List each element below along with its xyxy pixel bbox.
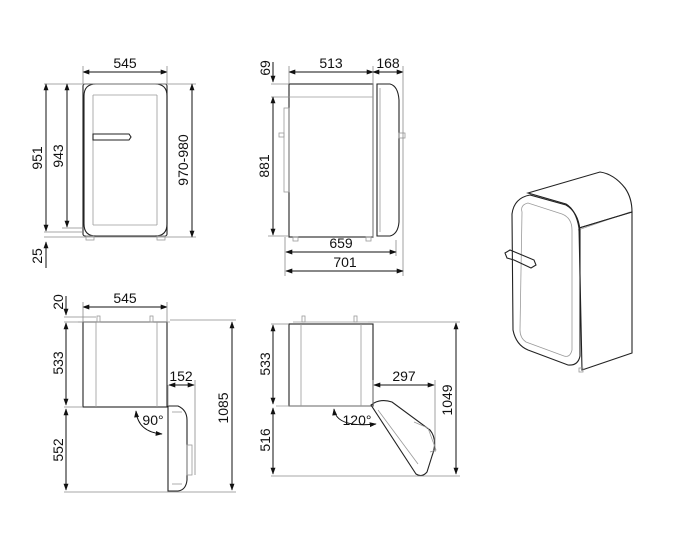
top-view-90: 545 20 533 552 152 1085 90° xyxy=(50,290,236,493)
dim-side-depth: 513 xyxy=(319,55,343,71)
dim-top120-door-swing: 516 xyxy=(257,428,273,452)
front-door-outline xyxy=(83,83,168,237)
dim-top90-door-swing: 552 xyxy=(50,438,66,462)
top120-body-outline xyxy=(288,323,374,407)
dim-front-height-body: 951 xyxy=(29,146,45,170)
dim-side-depth-total: 701 xyxy=(333,254,357,270)
dim-front-height-total: 970-980 xyxy=(175,134,191,186)
dim-top90-clearance: 20 xyxy=(50,294,66,310)
dim-top120-depth: 533 xyxy=(257,352,273,376)
foot-left xyxy=(85,235,95,241)
isometric-view xyxy=(504,171,633,373)
side-handle xyxy=(398,132,406,139)
dim-side-height: 881 xyxy=(256,154,272,178)
top-view-120: 533 516 297 1049 120° xyxy=(257,315,460,477)
side-compressor xyxy=(283,107,290,193)
front-view: 545 951 943 25 970-980 xyxy=(29,55,196,268)
front-handle xyxy=(92,133,132,141)
dim-side-top-offset: 69 xyxy=(257,60,273,76)
dim-top90-total: 1085 xyxy=(215,392,231,423)
dim-top90-door-projection: 152 xyxy=(169,368,193,384)
side-view: 69 513 168 881 659 701 xyxy=(256,55,406,276)
angle-120: 120° xyxy=(343,412,372,428)
dim-top90-width: 545 xyxy=(113,290,137,306)
dim-top120-door-projection: 297 xyxy=(392,368,416,384)
top120-handle xyxy=(413,421,437,453)
iso-top-face xyxy=(526,171,633,229)
top120-door xyxy=(370,399,436,477)
iso-handle xyxy=(504,249,537,269)
iso-side-face xyxy=(578,211,633,371)
dim-side-depth-with-door: 659 xyxy=(329,235,353,251)
iso-foot xyxy=(578,367,584,373)
side-body-outline xyxy=(288,83,374,238)
dim-front-feet: 25 xyxy=(29,248,45,264)
side-door-outline xyxy=(376,83,400,237)
dim-front-width: 545 xyxy=(113,55,137,71)
foot-right xyxy=(156,235,166,241)
front-body-outline xyxy=(82,83,168,237)
angle-90: 90° xyxy=(142,412,163,428)
dim-top90-depth: 533 xyxy=(50,351,66,375)
dim-side-door-depth: 168 xyxy=(376,55,400,71)
dim-top120-total: 1049 xyxy=(439,384,455,415)
dim-front-height-door: 943 xyxy=(50,144,66,168)
top90-handle xyxy=(186,444,193,476)
iso-door xyxy=(511,194,581,366)
top90-door xyxy=(167,405,188,492)
